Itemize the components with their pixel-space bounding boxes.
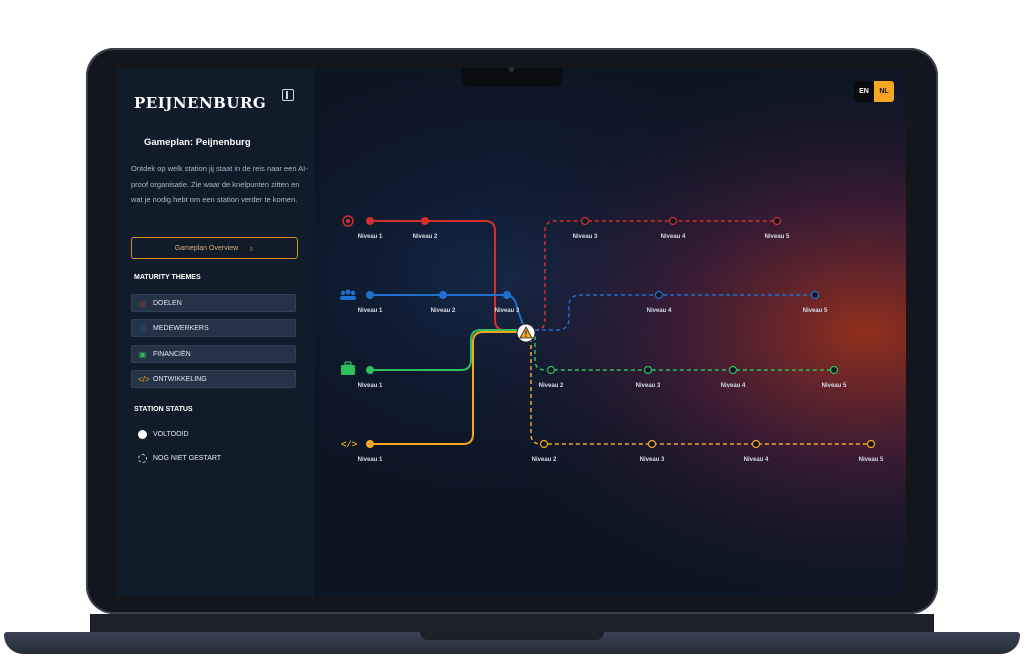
station-not-started[interactable] xyxy=(810,290,820,300)
status-not-started: NOG NIET GESTART xyxy=(138,454,221,463)
camera-notch xyxy=(462,68,562,87)
station-not-started[interactable] xyxy=(643,365,653,375)
station-label: Niveau 4 xyxy=(661,234,686,240)
station-label: Niveau 2 xyxy=(431,308,456,314)
theme-label: DOELEN xyxy=(153,299,182,307)
station-label: Niveau 5 xyxy=(803,308,828,314)
theme-label: MEDEWERKERS xyxy=(153,324,209,332)
station-not-started[interactable] xyxy=(829,365,839,375)
station-not-started[interactable] xyxy=(546,365,556,375)
station-label: Niveau 4 xyxy=(744,457,769,463)
station-label: Niveau 1 xyxy=(358,383,383,389)
lang-en-button[interactable]: EN xyxy=(854,81,874,102)
station-label: Niveau 5 xyxy=(765,234,790,240)
station-completed[interactable] xyxy=(503,291,511,299)
sidebar-collapse-icon[interactable] xyxy=(282,89,294,101)
theme-medewerkers[interactable]: ⚇ MEDEWERKERS xyxy=(131,319,296,337)
page-description: Ontdek op welk station jij staat in de r… xyxy=(131,164,308,204)
station-label: Niveau 3 xyxy=(573,234,598,240)
station-label: Niveau 2 xyxy=(539,383,564,389)
ontwikkeling-line-code-icon: </> xyxy=(341,440,357,450)
medewerkers-stations xyxy=(366,290,820,300)
station-not-started[interactable] xyxy=(668,216,678,226)
station-label: Niveau 1 xyxy=(358,308,383,314)
code-icon: </> xyxy=(138,374,150,384)
ontwikkeling-stations xyxy=(366,439,876,449)
laptop-base-lip xyxy=(420,632,604,640)
status-not-started-label: NOG NIET GESTART xyxy=(153,455,222,462)
lightbulb-icon: ♁ xyxy=(248,243,255,253)
station-label: Niveau 4 xyxy=(721,383,746,389)
page-title: Gameplan: Peijnenburg xyxy=(144,137,251,148)
status-completed: VOLTOOID xyxy=(138,430,189,439)
gameplan-overview-button[interactable]: Gameplan Overview ♁ xyxy=(131,237,298,259)
station-not-started[interactable] xyxy=(866,439,876,449)
doelen-stations xyxy=(366,216,782,226)
station-not-started[interactable] xyxy=(580,216,590,226)
ontwikkeling-line-upcoming xyxy=(530,338,871,445)
themes-heading: MATURITY THEMES xyxy=(134,274,201,281)
station-not-started[interactable] xyxy=(654,290,664,300)
medewerkers-line-people-icon xyxy=(340,289,356,300)
status-heading: STATION STATUS xyxy=(134,406,193,413)
station-not-started[interactable] xyxy=(539,439,549,449)
lang-nl-button[interactable]: NL xyxy=(874,81,894,102)
target-icon: ◎ xyxy=(139,298,146,308)
theme-label: ONTWIKKELING xyxy=(153,375,207,383)
laptop-base xyxy=(4,632,1020,654)
doelen-line-target-icon xyxy=(342,215,354,227)
people-icon: ⚇ xyxy=(138,323,147,333)
camera-icon xyxy=(509,67,514,72)
financien-line-completed xyxy=(370,329,525,371)
station-label: Niveau 3 xyxy=(495,308,520,314)
station-label: Niveau 5 xyxy=(822,383,847,389)
status-completed-label: VOLTOOID xyxy=(153,431,189,438)
language-toggle: EN NL xyxy=(854,81,894,102)
metro-map: </> Niveau 1 Niveau 2 Niveau 3 Niveau 4 … xyxy=(340,215,884,463)
financien-line-upcoming xyxy=(534,336,834,371)
station-not-started[interactable] xyxy=(751,439,761,449)
theme-doelen[interactable]: ◎ DOELEN xyxy=(131,294,296,312)
theme-label: FINANCIËN xyxy=(153,350,191,358)
station-completed[interactable] xyxy=(366,291,374,299)
laptop-hinge xyxy=(90,614,934,634)
brand-logo: PEIJNENBURG xyxy=(134,94,267,112)
station-label: Niveau 2 xyxy=(532,457,557,463)
station-label: Niveau 3 xyxy=(636,383,661,389)
station-label: Niveau 4 xyxy=(647,308,672,314)
briefcase-icon: ▣ xyxy=(138,349,147,359)
app-screen: PEIJNENBURG Gameplan: Peijnenburg Ontdek… xyxy=(117,68,906,597)
filled-circle-icon xyxy=(138,430,147,439)
ontwikkeling-line-completed xyxy=(370,331,525,445)
station-completed[interactable] xyxy=(439,291,447,299)
station-completed[interactable] xyxy=(421,217,429,225)
financien-stations xyxy=(366,365,839,375)
dashed-circle-icon xyxy=(138,454,147,463)
station-completed[interactable] xyxy=(366,440,374,448)
station-not-started[interactable] xyxy=(647,439,657,449)
station-not-started[interactable] xyxy=(728,365,738,375)
theme-financien[interactable]: ▣ FINANCIËN xyxy=(131,345,296,363)
medewerkers-line-upcoming xyxy=(535,294,815,331)
station-completed[interactable] xyxy=(366,217,374,225)
station-label: Niveau 3 xyxy=(640,457,665,463)
station-label: Niveau 5 xyxy=(859,457,884,463)
warning-hub[interactable] xyxy=(516,323,536,343)
station-not-started[interactable] xyxy=(772,216,782,226)
station-label: Niveau 2 xyxy=(413,234,438,240)
overview-button-label: Gameplan Overview xyxy=(174,244,239,252)
financien-line-briefcase-icon xyxy=(341,361,355,375)
station-completed[interactable] xyxy=(366,366,374,374)
station-label: Niveau 1 xyxy=(358,234,383,240)
theme-ontwikkeling[interactable]: </> ONTWIKKELING xyxy=(131,370,296,388)
station-label: Niveau 1 xyxy=(358,457,383,463)
doelen-line-upcoming xyxy=(534,220,777,331)
sidebar: PEIJNENBURG Gameplan: Peijnenburg Ontdek… xyxy=(117,68,314,597)
